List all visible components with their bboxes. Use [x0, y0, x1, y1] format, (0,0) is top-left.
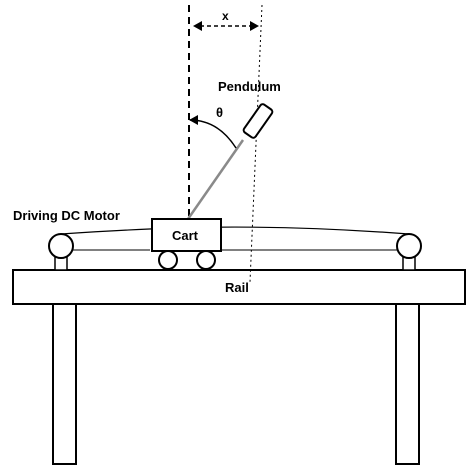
x-label: x [222, 9, 229, 23]
right-pulley [396, 233, 422, 259]
pendulum-bob [242, 103, 274, 139]
displaced-reference-line [249, 4, 263, 283]
motor-label: Driving DC Motor [13, 208, 120, 223]
rail-label: Rail [225, 280, 249, 295]
cart [151, 218, 222, 252]
x-arrow-head-right [250, 21, 259, 31]
theta-label: θ [216, 105, 223, 120]
theta-arc-head [189, 115, 198, 125]
rail [12, 269, 466, 305]
x-arrow-head-left [193, 21, 202, 31]
cart-wheel-left [158, 250, 178, 270]
pendulum-rod [186, 139, 245, 220]
belt [60, 226, 410, 235]
pendulum-label: Pendulum [218, 79, 281, 94]
left-table-leg [52, 303, 77, 465]
cart-wheel-right [196, 250, 216, 270]
right-table-leg [395, 303, 420, 465]
cart-label: Cart [172, 228, 199, 243]
left-pulley [48, 233, 74, 259]
